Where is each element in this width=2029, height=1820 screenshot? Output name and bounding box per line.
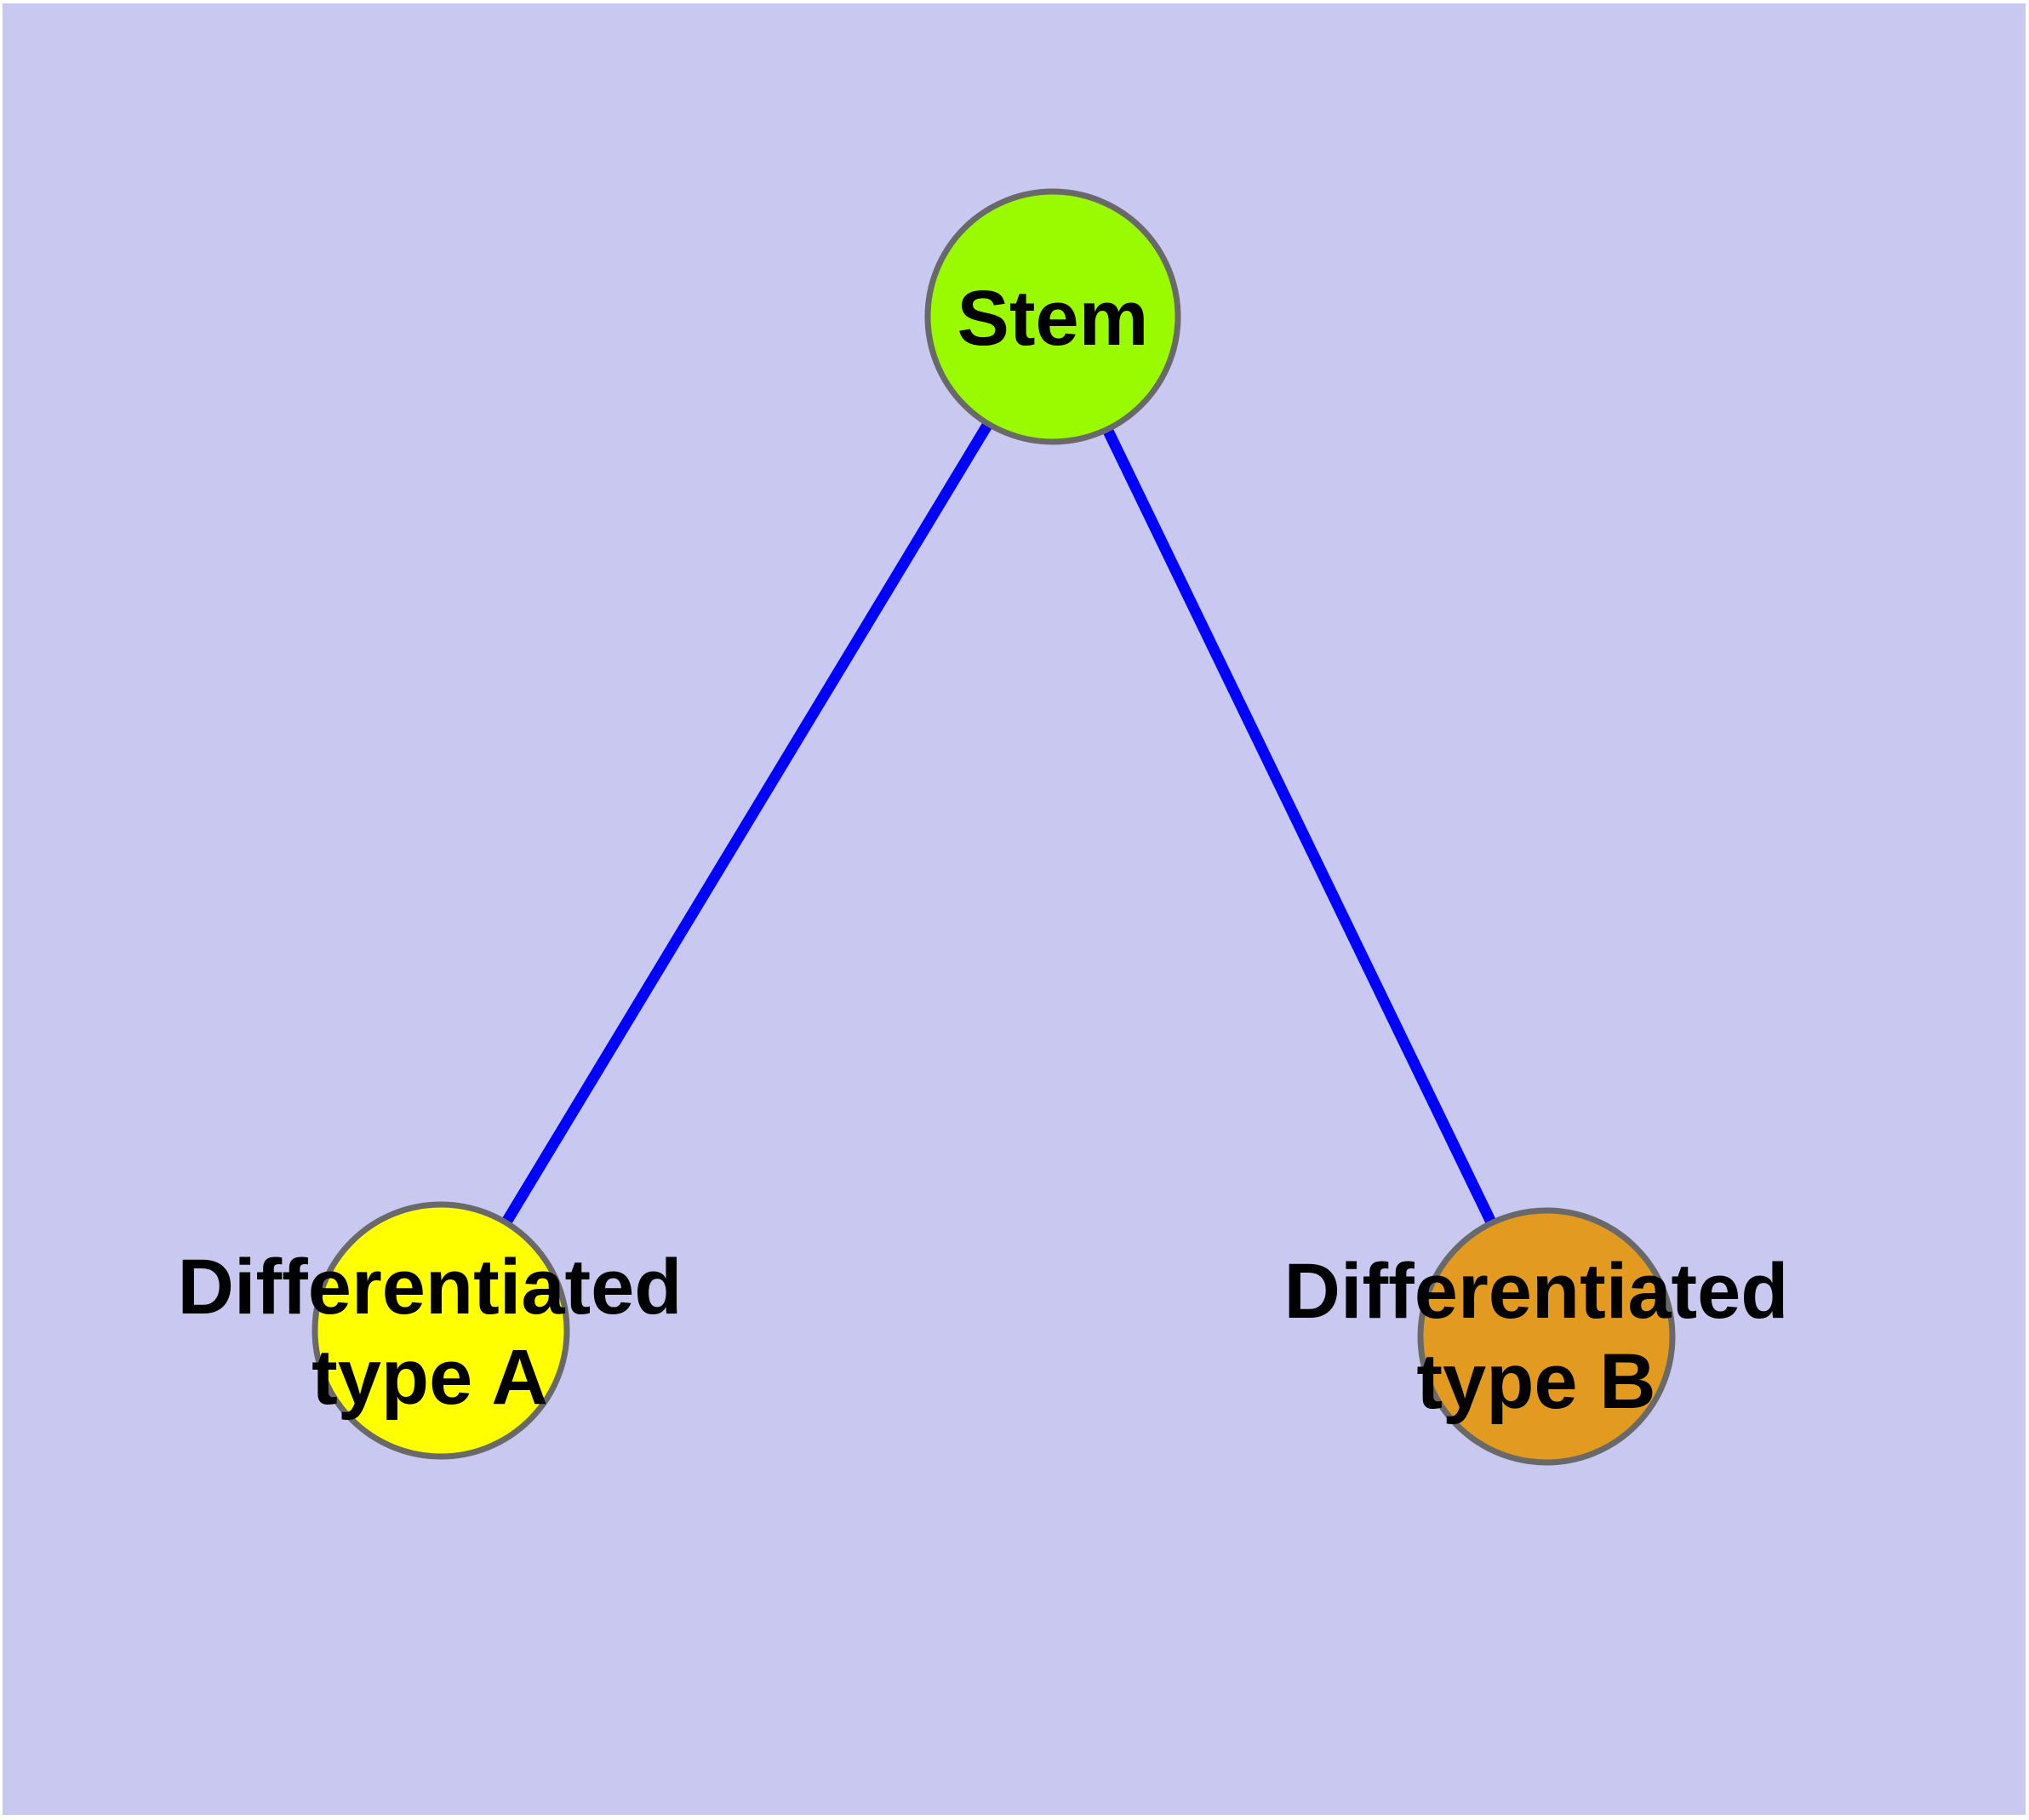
node-type-b-label-line1: Differentiated [1283, 1248, 1789, 1336]
node-type-b-label-line2: type B [1416, 1338, 1656, 1425]
node-type-a-label-line1: Differentiated [177, 1244, 683, 1331]
node-type-a-label-line2: type A [311, 1334, 548, 1421]
node-stem-label: Stem [957, 274, 1149, 364]
node-stem-circle [924, 188, 1181, 445]
node-type-b-circle [1417, 1207, 1676, 1466]
node-stem-label-text: Stem [957, 275, 1149, 363]
node-type-a-label: Differentiated type A [178, 1243, 683, 1423]
edge-stem-to-type-b [1048, 314, 1552, 1339]
edge-stem-to-type-a [436, 313, 1058, 1334]
node-type-b-label: Differentiated type B [1284, 1247, 1789, 1428]
node-type-a-circle [311, 1201, 570, 1460]
